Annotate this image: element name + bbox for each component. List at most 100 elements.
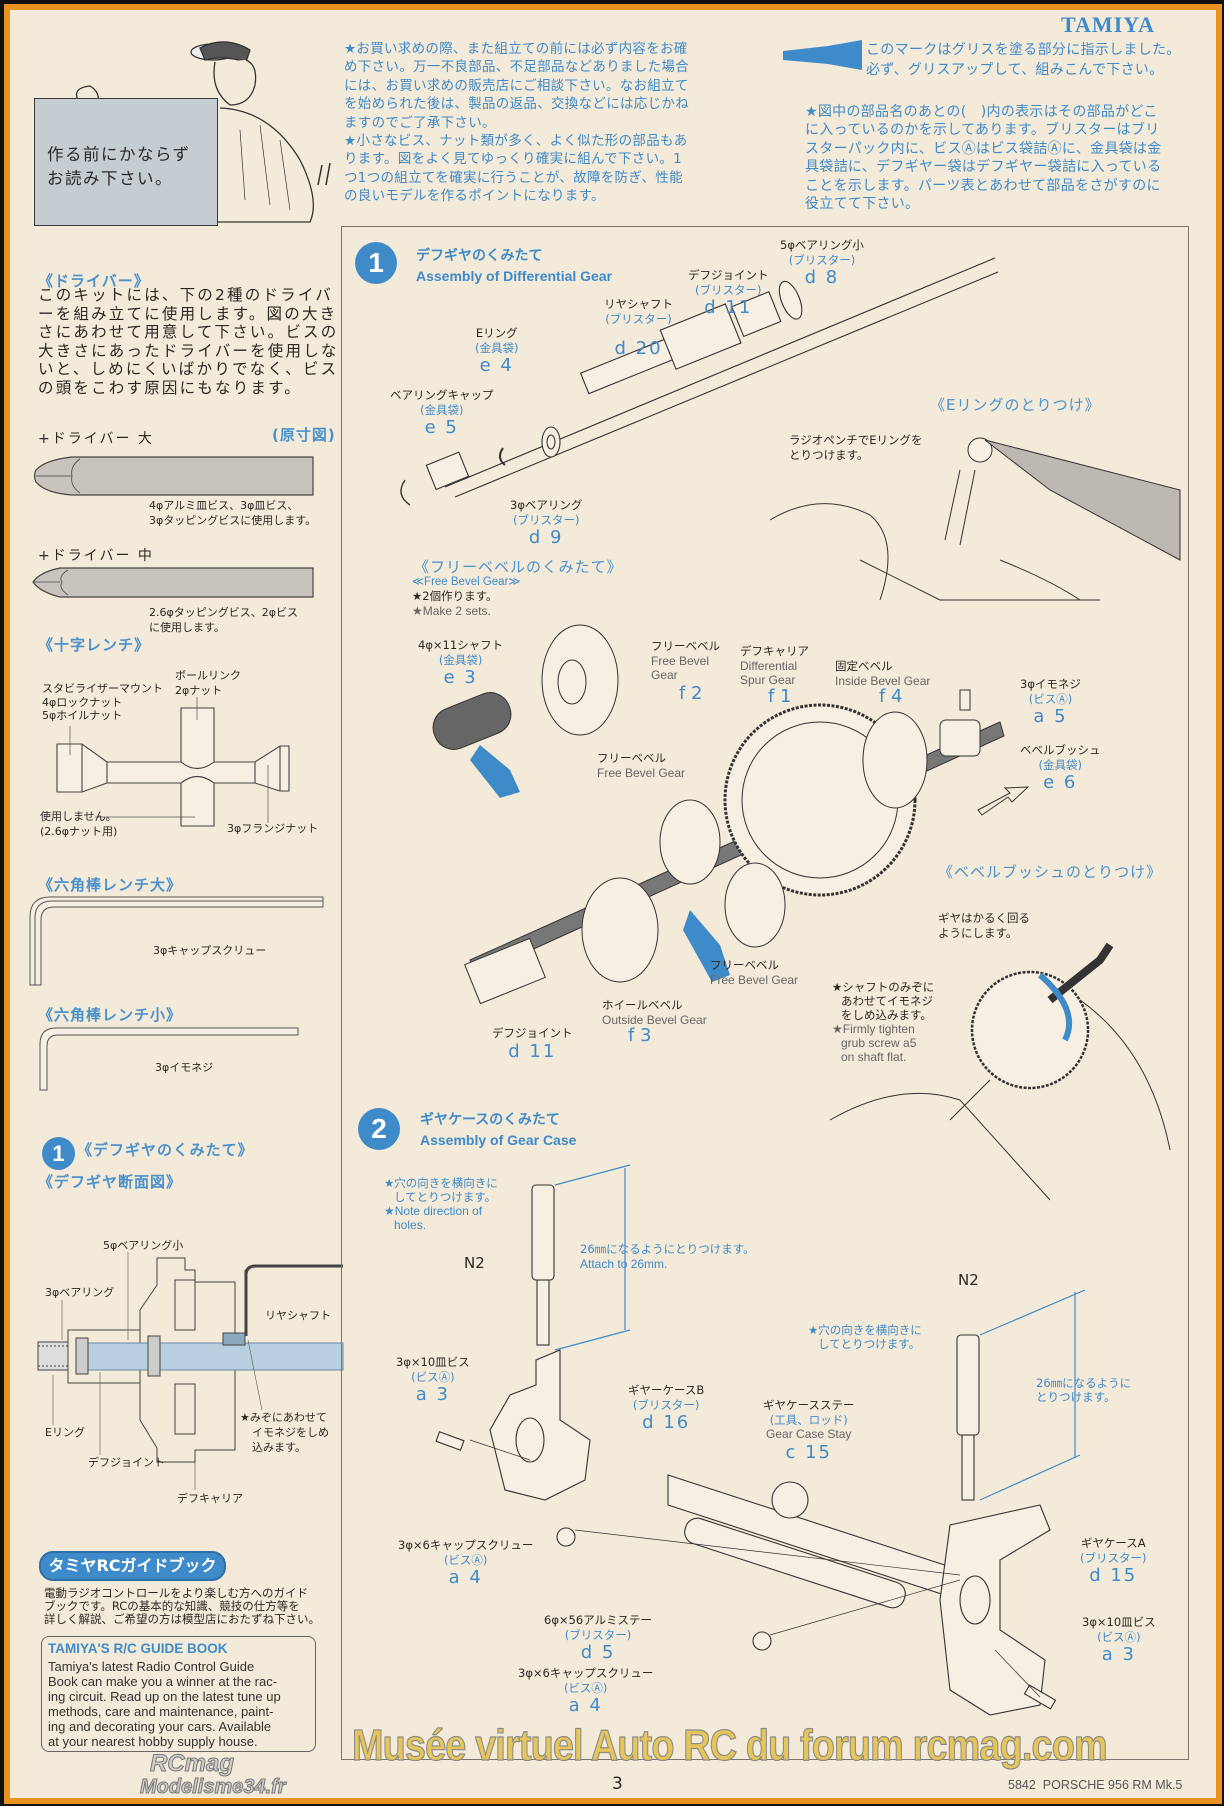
step-title-en: Assembly of Gear Case (420, 1132, 577, 1148)
large-hex-wrench-icon (29, 896, 324, 986)
notes-line: に入っているのかを示してあります。ブリスターはブリ (805, 122, 1160, 139)
make-two-note-en: ★Make 2 sets. (412, 604, 491, 618)
hex-wrench-large-heading: 《六角棒レンチ大》 (38, 876, 183, 894)
unused-label: 使用しません。 (2.6φナット用) (40, 809, 117, 839)
attach-26mm-note: 26㎜になるようにとりつけます。Attach to 26mm. (580, 1242, 755, 1271)
actual-size-note: (原寸図) (272, 426, 336, 444)
make-two-note-jp: ★2個作ります。 (412, 589, 498, 603)
bevel-bush-part (939, 719, 981, 757)
intro-line: ★お買い求めの際、また組立ての前には必ず内容をお確 (344, 41, 688, 57)
label-cap-screw-a4-bottom: 3φ×6キャップスクリュー(ビスⒶ)a 4 (518, 1666, 654, 1716)
label-line: スタビライザーマウント (42, 682, 163, 695)
free-bevel-heading: 《フリーベベルのくみたて》 (414, 558, 623, 576)
kit-number: 5842 PORSCHE 956 RM Mk.5 (1008, 1778, 1183, 1792)
intro-line: め下さい。万一不良部品、不足部品などありました場合 (344, 59, 689, 76)
small-hex-wrench-icon (39, 1027, 299, 1091)
cross-wrench-leaders (69, 697, 269, 823)
label-diff-joint: デフジョイント(ブリスター)d 11 (688, 268, 769, 318)
caption-line: に使用します。 (149, 621, 225, 634)
label-bevel-bush-e6: ベベルブッシュ(金具袋)e 6 (1020, 743, 1101, 793)
step1-exploded-shaft (400, 257, 999, 506)
flange-nut-label: 3φフランジナット (227, 822, 319, 835)
free-bevel-subheading: ≪Free Bevel Gear≫ (412, 576, 521, 588)
diff-joint-part (464, 937, 546, 1005)
manual-page: TAMIYA 作る前にかならず お読み下さい。 ★お買い求めの際、また組立ての前… (4, 4, 1222, 1804)
screwdriver-drawings (29, 456, 344, 1490)
intro-line: には、お買い求めの販売店にご相談下さい。なお組立て (344, 77, 689, 94)
bevel-bush-heading: 《ベベルブッシュのとりつけ》 (938, 863, 1163, 881)
dimension-lines (554, 1164, 1086, 1501)
label-line: 4φロックナット (42, 695, 123, 709)
cap-screw-top (556, 1527, 576, 1547)
label-bearing5: 5φベアリング小 (103, 1239, 184, 1252)
guide-line: ing circuit. Read up on the latest tune … (48, 1689, 281, 1704)
bearing-cap-part (425, 451, 470, 491)
cross-section-heading: 《デフギヤ断面図》 (38, 1173, 183, 1191)
label-bearing-5mm: 5φベアリング小(ブリスター)d 8 (780, 238, 864, 288)
label-bearing3: 3φベアリング (45, 1286, 115, 1299)
section-step-heading: 《デフギヤのくみたて》 (77, 1141, 254, 1159)
sign-line: 作る前にかならず (47, 145, 191, 164)
grease-line: 必ず、グリスアップして、組みこんで下さい。 (866, 62, 1164, 78)
caption-line: 2.6φタッピングビス、2φビス (149, 606, 299, 619)
guide-line: 電動ラジオコントロールをより楽しむ方へのガイド (44, 1586, 309, 1600)
guide-line: Tamiya's latest Radio Control Guide (48, 1659, 255, 1674)
notes-line: ★図中の部品名のあとの( )内の表示はその部品がどこ (805, 104, 1158, 120)
driver-line: ーを組み立てに使用します。図の大き (38, 304, 338, 323)
free-bevel-gear-part (659, 799, 721, 885)
intro-line: を始められた後は、製品の返品、交換などには応じかね (344, 96, 689, 113)
grub-screw-tighten-note: ★シャフトのみぞにあわせてイモネジをしめ込みます。 ★Firmly tighte… (832, 980, 935, 1064)
medium-screwdriver-icon (32, 567, 314, 598)
caption-line: 4φアルミ皿ビス、3φ皿ビス、 (149, 499, 299, 512)
driver-line: さにあわせて用意して下さい。ビスの (38, 323, 339, 342)
free-bevel-subassembly (432, 624, 619, 798)
label-screw-a3-right: 3φ×10皿ビス(ビスⒶ)a 3 (1082, 1615, 1156, 1665)
outside-bevel-gear-part (581, 877, 659, 983)
label-e-ring: Eリング(金具袋)e 4 (475, 326, 519, 376)
step2-gear-case-diagram (435, 1184, 1057, 1716)
step-title-en: Assembly of Differential Gear (416, 268, 613, 284)
guide-line: 詳しく解説、ご希望の方は模型店におたずね下さい。 (44, 1612, 320, 1626)
note-line: ★みぞにあわせて (240, 1411, 327, 1424)
intro-notes: ★お買い求めの際、また組立ての前には必ず内容をお確 め下さい。万一不良部品、不足… (344, 40, 734, 206)
large-driver-caption: 4φアルミ皿ビス、3φ皿ビス、 3φタッピングビスに使用します。 (149, 498, 316, 528)
intro-line: ますのでご了承下さい。 (344, 114, 496, 131)
modelisme34-logo: Modelisme34.fr (140, 1776, 287, 1798)
guide-line: Book can make you a winner at the rac- (48, 1674, 278, 1689)
step-1-number: 1 (355, 242, 397, 284)
parts-location-notes: ★図中の部品名のあとの( )内の表示はその部品がどこ に入っているのかを示してあ… (805, 103, 1162, 213)
cap-screw-bottom (752, 1631, 772, 1651)
ball-link-label: ボールリンク 2φナット (175, 668, 241, 698)
grub-screw-part (959, 689, 971, 711)
label-screw-a3-left: 3φ×10皿ビス(ビスⒶ)a 3 (396, 1355, 470, 1405)
hex-wrench-small-heading: 《六角棒レンチ小》 (38, 1006, 183, 1024)
grease-mark-icon (470, 745, 520, 798)
page-number: 3 (612, 1774, 623, 1794)
e-ring-fitting-note: ラジオペンチでEリングをとりつけます。 (789, 433, 923, 462)
intro-line: の良いモデルを作るポイントになります。 (344, 188, 605, 205)
hex-wrench-large-use: 3φキャップスクリュー (153, 944, 267, 957)
pliers-hand-illustration (769, 437, 1181, 601)
shaft-4x11-part (432, 692, 512, 750)
label-line: (2.6φナット用) (40, 825, 118, 838)
guide-book-jp: 電動ラジオコントロールをより楽しむ方へのガイド ブックです。RCの基本的な知識、… (44, 1587, 320, 1626)
label-line: 使用しません。 (40, 810, 117, 823)
bevel-bush-hand-illustration (829, 942, 1171, 1201)
n2-post-right (956, 1334, 980, 1436)
guide-book-box: TAMIYA'S R/C GUIDE BOOK Tamiya's latest … (41, 1636, 316, 1752)
guide-line: ブックです。RCの基本的な知識、競技の仕方等を (44, 1599, 300, 1613)
label-cap-screw-a4-top: 3φ×6キャップスクリュー(ビスⒶ)a 4 (398, 1538, 534, 1588)
inside-bevel-gear-part (862, 711, 928, 809)
notes-line: ことを示します。パーツ表とあわせて部品をさがすのに (805, 177, 1161, 194)
notes-line: 具袋詰に、デフギヤー袋はデフギヤー袋詰に入っている (805, 159, 1162, 176)
stabilizer-label: スタビライザーマウント 4φロックナット 5φホイルナット (42, 682, 163, 723)
guide-line: ing and decorating your cars. Available (48, 1719, 272, 1734)
label-gear-case-a: ギヤケースA(ブリスター)d 15 (1080, 1536, 1147, 1586)
